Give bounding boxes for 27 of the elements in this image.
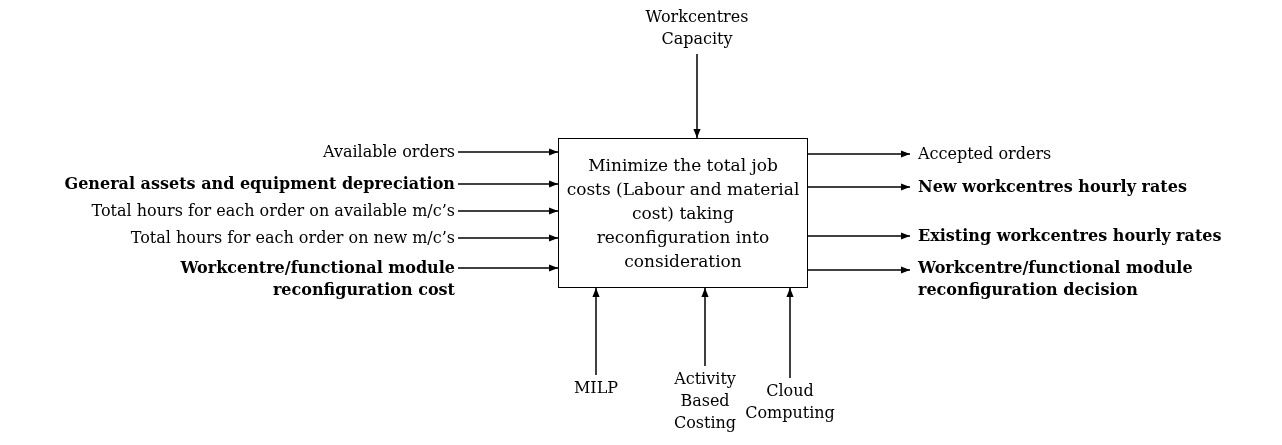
output-label: Workcentre/functional module reconfiguration decision bbox=[918, 257, 1258, 301]
arrow bbox=[457, 148, 559, 156]
arrow bbox=[701, 287, 709, 367]
arrow bbox=[457, 207, 559, 215]
arrow bbox=[807, 183, 911, 191]
input-label: Total hours for each order on available m/c’s bbox=[0, 200, 455, 222]
process-text: Minimize the total job costs (Labour and material cost) taking reconfiguration into consideration bbox=[565, 154, 801, 273]
input-label: Workcentre/functional module reconfiguration cost bbox=[155, 257, 455, 301]
arrow bbox=[592, 287, 600, 376]
process-box bbox=[558, 138, 808, 288]
arrow bbox=[457, 234, 559, 242]
input-label: General assets and equipment depreciation bbox=[0, 173, 455, 195]
control-label: Workcentres Capacity bbox=[627, 6, 767, 50]
arrow bbox=[457, 180, 559, 188]
input-label: Available orders bbox=[95, 141, 455, 163]
arrow bbox=[457, 264, 559, 272]
arrow bbox=[807, 150, 911, 158]
arrow bbox=[786, 287, 794, 379]
arrow bbox=[807, 266, 911, 274]
output-label: New workcentres hourly rates bbox=[918, 176, 1278, 198]
arrow bbox=[807, 232, 911, 240]
output-label: Existing workcentres hourly rates bbox=[918, 225, 1278, 247]
mechanism-label: MILP bbox=[566, 377, 626, 399]
mechanism-label: Cloud Computing bbox=[740, 380, 840, 424]
input-label: Total hours for each order on new m/c’s bbox=[0, 227, 455, 249]
output-label: Accepted orders bbox=[918, 143, 1218, 165]
arrow bbox=[693, 53, 701, 139]
